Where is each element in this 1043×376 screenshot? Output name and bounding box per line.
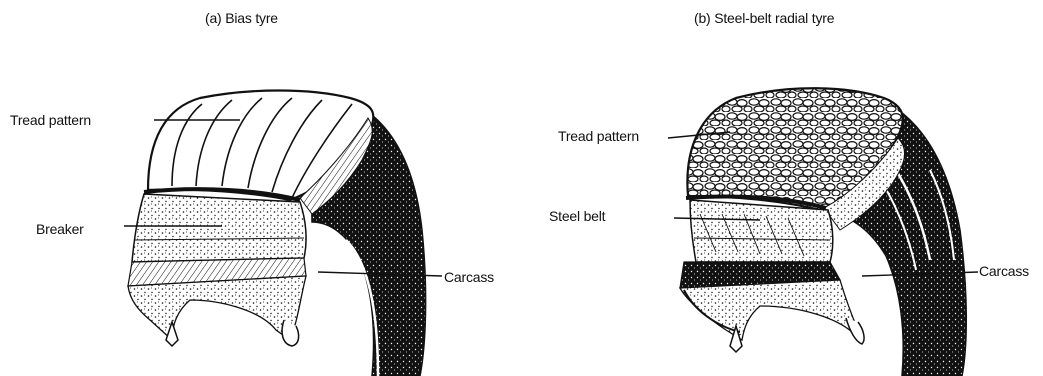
bias-tyre-drawing <box>124 91 442 376</box>
bias-bead-area <box>128 276 306 340</box>
radial-steel-belt <box>690 200 833 262</box>
radial-bead-area <box>680 280 858 340</box>
bias-bead-hook <box>282 320 299 346</box>
radial-rim-line-4 <box>852 250 866 376</box>
bias-breaker-section <box>132 194 306 262</box>
radial-bead-hook <box>846 318 864 344</box>
radial-tyre-drawing <box>668 88 978 376</box>
